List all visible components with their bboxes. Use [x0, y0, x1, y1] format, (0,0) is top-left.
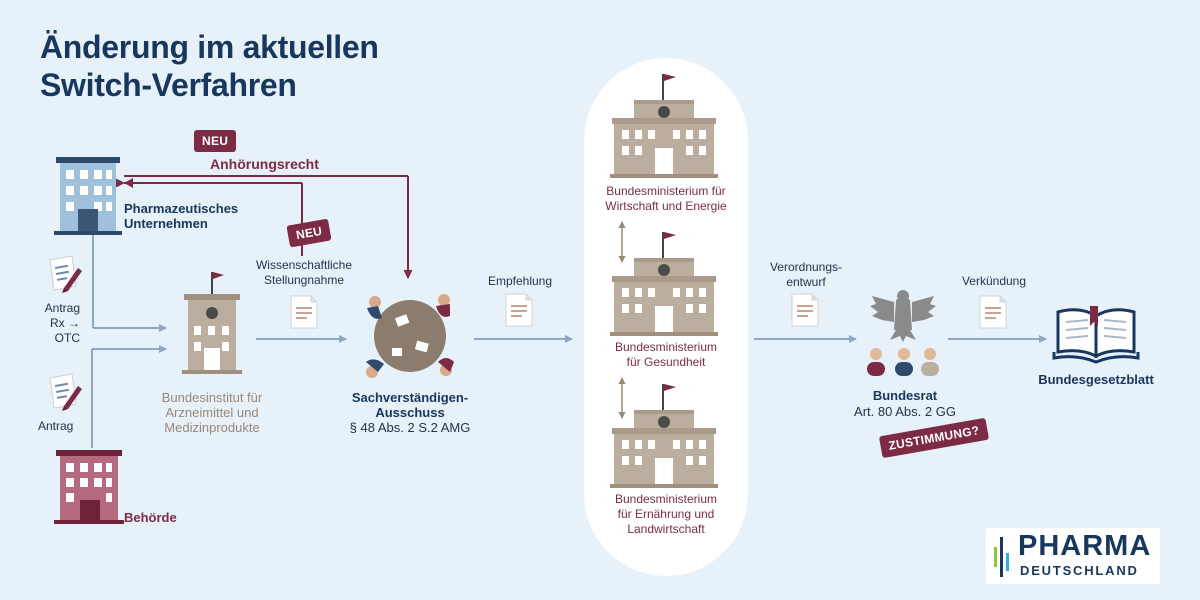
statement-document-icon — [290, 295, 318, 329]
application-document-icon — [49, 373, 83, 412]
bundesrat-people-icon — [867, 348, 939, 376]
logo-wordmark-pharma: PHARMA — [1018, 530, 1152, 562]
draft-document-icon — [791, 293, 819, 327]
authority-building-icon — [54, 450, 124, 524]
page-title: Änderung im aktuellen Switch-Verfahren — [40, 29, 379, 103]
logo-bars-icon — [994, 537, 1009, 577]
application-rx-otc-label: Antrag Rx → OTC — [44, 301, 80, 345]
bundesrat-reference: Art. 80 Abs. 2 GG — [854, 404, 956, 419]
law-gazette-label: Bundesgesetzblatt — [1038, 372, 1154, 387]
authority-label: Behörde — [124, 510, 177, 525]
bfarm-building-icon — [182, 272, 242, 374]
new-badge: NEU — [194, 130, 237, 152]
logo-wordmark-deutschland: DEUTSCHLAND — [1020, 563, 1139, 578]
bundesrat-label: Bundesrat — [872, 388, 938, 403]
application-document-icon — [49, 255, 83, 294]
recommendation-label: Empfehlung — [487, 274, 553, 288]
law-gazette-book-icon — [1052, 306, 1140, 364]
federal-eagle-icon — [870, 290, 936, 342]
recommendation-document-icon — [505, 293, 533, 327]
promulgation-document-icon — [979, 295, 1007, 329]
bmel-label: Bundesministerium für Ernährung und Land… — [614, 492, 718, 536]
committee-table-icon — [366, 294, 454, 378]
bmg-label: Bundesministerium für Gesundheit — [614, 340, 718, 369]
expert-committee-reference: § 48 Abs. 2 S.2 AMG — [349, 420, 471, 435]
pharma-company-building-icon — [54, 157, 122, 235]
bfarm-label: Bundesinstitut für Arzneimittel und Medi… — [161, 390, 263, 435]
pharma-company-label: Pharmazeutisches Unternehmen — [124, 201, 239, 231]
promulgation-label: Verkündung — [961, 274, 1027, 288]
pharma-deutschland-logo: PHARMA DEUTSCHLAND — [986, 528, 1160, 584]
hearing-right-label: Anhörungsrecht — [210, 156, 319, 172]
application-label: Antrag — [38, 419, 74, 433]
bmwi-label: Bundesministerium für Wirtschaft und Ene… — [605, 184, 727, 213]
scientific-statement-label: Wissenschaftliche Stellungnahme — [255, 258, 353, 287]
draft-regulation-label: Verordnungs- entwurf — [769, 260, 843, 289]
expert-committee-label: Sachverständigen- Ausschuss — [351, 390, 469, 420]
